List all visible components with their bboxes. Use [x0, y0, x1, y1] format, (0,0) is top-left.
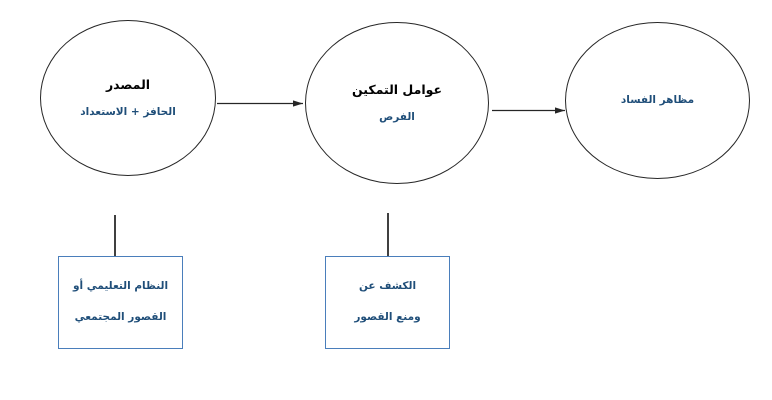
node-detect-and-prevent-line-1: الكشف عن [358, 280, 417, 293]
node-source-ellipse[interactable]: المصدر الحافز + الاستعداد [40, 20, 216, 176]
node-enablers-title: عوامل التمكين [352, 82, 442, 98]
node-manifestations-label: مظاهر الفساد [620, 93, 695, 106]
node-education-or-societal-box[interactable]: النظام التعليمي أو القصور المجتمعي [58, 256, 183, 349]
node-manifestations-ellipse[interactable]: مظاهر الفساد [565, 22, 750, 179]
arrow-enablers-to-manifestations [492, 107, 565, 114]
node-enablers-ellipse[interactable]: عوامل التمكين الفرص [305, 22, 489, 184]
node-source-subtitle: الحافز + الاستعداد [80, 105, 176, 118]
node-detect-and-prevent-box[interactable]: الكشف عن ومنع القصور [325, 256, 450, 349]
node-source-title: المصدر [105, 77, 151, 93]
node-education-or-societal-line-1: النظام التعليمي أو [72, 280, 169, 293]
node-enablers-subtitle: الفرص [379, 110, 415, 123]
node-detect-and-prevent-line-2: ومنع القصور [354, 311, 421, 323]
node-education-or-societal-line-2: القصور المجتمعي [74, 311, 167, 323]
arrow-source-to-enablers [217, 100, 303, 107]
